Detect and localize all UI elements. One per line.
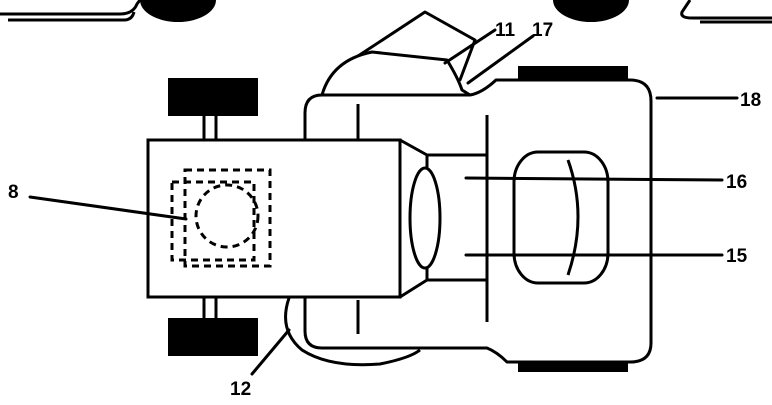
leader-16 [464, 176, 724, 182]
leader-17 [466, 34, 535, 85]
callout-label-17: 17 [532, 20, 553, 41]
callout-label-8: 8 [8, 182, 19, 203]
callout-label-15: 15 [726, 246, 748, 267]
seat-backrest [566, 159, 580, 276]
top-right-wheel-fragment [553, 0, 629, 22]
callout-label-16: 16 [726, 172, 747, 193]
transmission-ring [408, 166, 442, 270]
rear-wheel-bottom [168, 318, 258, 356]
top-edge-fragment [0, 0, 772, 24]
leader-11 [443, 28, 497, 65]
leader-12 [250, 328, 291, 376]
leader-lines [28, 28, 739, 376]
engine-block [146, 138, 402, 299]
callout-label-12: 12 [230, 379, 251, 400]
rear-axle-stubs [202, 116, 218, 318]
top-left-wheel-fragment [140, 0, 216, 22]
cutting-deck-lower [284, 297, 421, 367]
rear-wheel-top [168, 78, 258, 116]
callout-label-18: 18 [740, 90, 761, 111]
operator-seat [512, 150, 610, 285]
leader-8 [28, 195, 188, 221]
callout-label-11: 11 [495, 20, 516, 41]
